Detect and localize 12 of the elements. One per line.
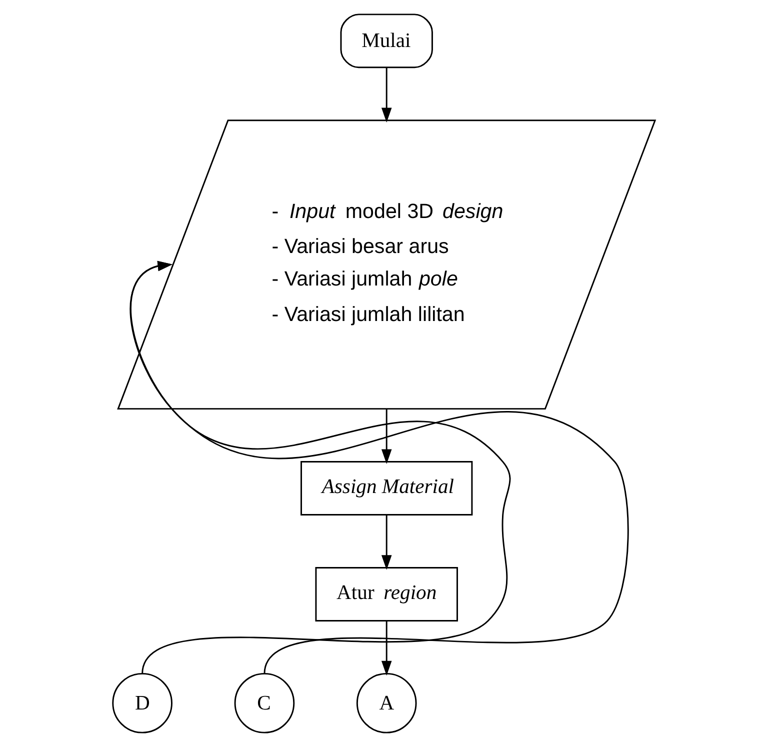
node-circle: D [112, 672, 172, 734]
node-circle: C [234, 672, 294, 734]
node-box: Mulai [340, 14, 432, 68]
arrow [380, 68, 392, 122]
node-box: Atur region [314, 567, 458, 622]
node-circle: A [356, 672, 416, 734]
arrow [380, 515, 392, 570]
arrow [130, 260, 510, 674]
node-box: Assign Material [300, 461, 472, 516]
arrow [130, 260, 628, 674]
arrow [380, 409, 392, 464]
arrow [380, 620, 392, 676]
